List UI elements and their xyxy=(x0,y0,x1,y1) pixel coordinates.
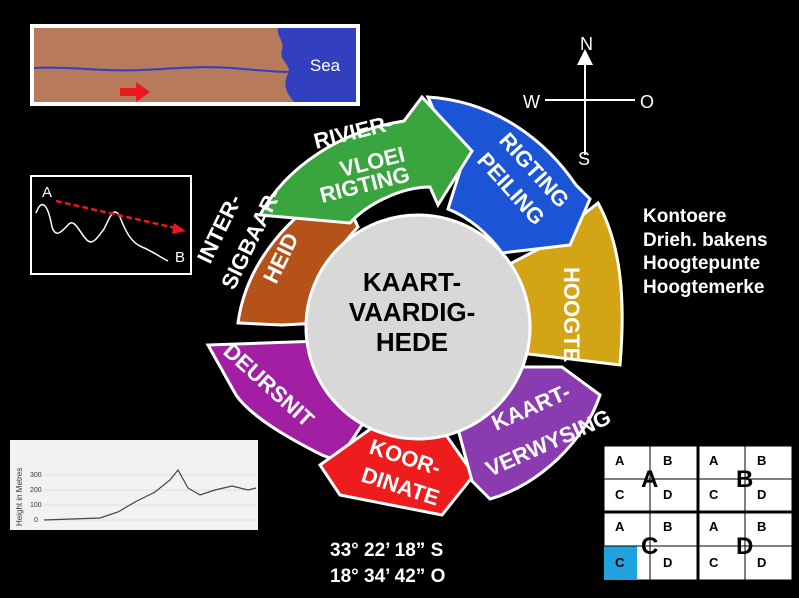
sea-label: Sea xyxy=(310,56,341,75)
segment-rivier xyxy=(257,95,474,225)
compass-rose: N W O S xyxy=(523,34,654,169)
q2-cell-b: B xyxy=(757,453,766,468)
q1-cell-a: A xyxy=(615,453,625,468)
map-reference-grid: A B C D A B C D A B C D A B C D A B C D xyxy=(603,445,793,581)
q2-big-label: B xyxy=(736,466,753,493)
tick-0: 0 xyxy=(34,517,38,524)
center-line-2: VAARDIG- xyxy=(349,297,476,327)
compass-o: O xyxy=(640,92,654,112)
q2-cell-d: D xyxy=(757,487,766,502)
cross-section-y-label: Height in Metres xyxy=(15,468,24,526)
q4-cell-b: B xyxy=(757,519,766,534)
hoogte-list-item: Hoogtepunte xyxy=(643,253,761,274)
q1-cell-d: D xyxy=(663,487,672,502)
center-line-1: KAART- xyxy=(363,267,461,297)
highlight-cell xyxy=(604,546,637,580)
compass-n: N xyxy=(580,34,593,54)
center-line-3: HEDE xyxy=(376,327,448,357)
hoogte-list: Kontoere Drieh. bakens Hoogtepunte Hoogt… xyxy=(643,205,768,299)
cycle-center xyxy=(304,213,532,441)
hoogte-list-item: Kontoere xyxy=(643,206,727,227)
compass-w: W xyxy=(523,92,540,112)
flow-arrow-icon xyxy=(120,82,150,102)
tick-100: 100 xyxy=(30,502,42,509)
q2-cell-c: C xyxy=(709,487,719,502)
hoogte-label: HOOGTE xyxy=(559,267,584,362)
profile-label-b: B xyxy=(175,249,185,266)
q1-cell-b: B xyxy=(663,453,672,468)
profile-illustration: A B xyxy=(35,184,186,266)
coordinate-lat: 33° 22’ 18” S xyxy=(330,540,444,561)
cross-section-graph: Height in Metres 300 200 100 0 xyxy=(15,468,257,526)
river-map-illustration: Sea xyxy=(33,28,356,102)
tick-300: 300 xyxy=(30,472,42,479)
river-map-panel: Sea xyxy=(30,24,360,106)
q4-cell-a: A xyxy=(709,519,719,534)
q1-big-label: A xyxy=(641,466,658,493)
q3-big-label: C xyxy=(641,533,658,560)
q4-cell-c: C xyxy=(709,555,719,570)
cross-section-panel: Height in Metres 300 200 100 0 xyxy=(10,440,258,530)
sight-arrow-icon xyxy=(172,223,186,234)
q4-big-label: D xyxy=(736,533,753,560)
coordinate-lon: 18° 34’ 42” O xyxy=(330,566,446,587)
north-arrow-icon xyxy=(577,49,593,65)
q2-cell-a: A xyxy=(709,453,719,468)
q3-cell-c: C xyxy=(615,555,625,570)
hoogte-list-item: Drieh. bakens xyxy=(643,229,768,251)
skills-cycle-diagram: KAART- VAARDIG- HEDE RIVIER- VLOEI RIGTI… xyxy=(192,95,624,517)
q3-cell-b: B xyxy=(663,519,672,534)
profile-panel: A B xyxy=(30,175,192,275)
segment-rigting xyxy=(425,95,592,255)
q3-cell-a: A xyxy=(615,519,625,534)
profile-label-a: A xyxy=(42,184,52,201)
q1-cell-c: C xyxy=(615,487,625,502)
q4-cell-d: D xyxy=(757,555,766,570)
line-of-sight xyxy=(55,199,181,231)
q3-cell-d: D xyxy=(663,555,672,570)
tick-200: 200 xyxy=(30,487,42,494)
compass-s: S xyxy=(578,149,590,169)
coordinates: 33° 22’ 18” S 18° 34’ 42” O xyxy=(330,538,445,590)
hoogte-list-item: Hoogtemerke xyxy=(643,276,765,298)
